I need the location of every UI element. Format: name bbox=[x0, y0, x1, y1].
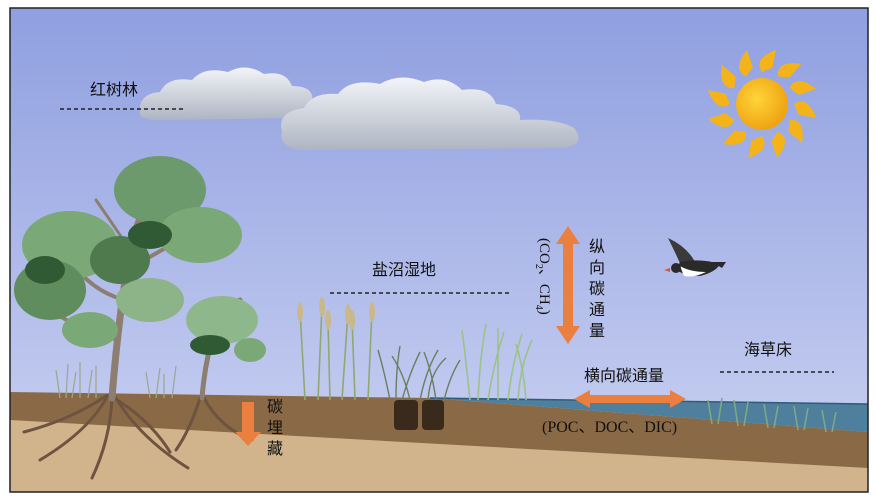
mangrove-undergrowth bbox=[55, 362, 177, 399]
seagrass-blades bbox=[707, 397, 837, 433]
marsh-roots bbox=[394, 400, 444, 430]
frame bbox=[9, 7, 869, 493]
gases-open: (CO bbox=[536, 238, 552, 264]
seawater bbox=[430, 398, 868, 432]
burial-arrow bbox=[235, 402, 261, 446]
mangrove-roots bbox=[22, 393, 254, 480]
sun-ray bbox=[738, 50, 753, 77]
salt-marsh-tufts bbox=[377, 345, 461, 401]
burial-label: 碳埋藏 bbox=[266, 397, 283, 458]
sun-icon bbox=[707, 49, 817, 159]
gases-mid: 、CH bbox=[536, 268, 552, 305]
sun-ray bbox=[707, 90, 730, 107]
lateral-flux-label: 横向碳通量 bbox=[584, 366, 665, 385]
bird-icon bbox=[664, 238, 726, 277]
cloud-icon bbox=[139, 67, 579, 150]
sun-ray bbox=[789, 80, 816, 95]
sun-ray bbox=[721, 64, 736, 89]
lateral-forms-label: (POC、DOC、DIC) bbox=[542, 419, 678, 436]
sun-ray bbox=[794, 101, 817, 118]
mangrove-label: 红树林 bbox=[90, 80, 139, 99]
seagrass-label: 海草床 bbox=[744, 340, 793, 359]
label-leader-lines bbox=[60, 108, 834, 373]
sun-ray bbox=[708, 113, 735, 128]
salt-marsh-grass bbox=[461, 323, 533, 401]
lateral-flux-arrow bbox=[574, 390, 686, 408]
reed-seedheads bbox=[297, 297, 375, 330]
vertical-gases-label: (CO2、CH4) bbox=[533, 238, 556, 315]
sun-ray bbox=[771, 131, 786, 158]
sun-ray bbox=[788, 119, 803, 144]
vertical-flux-arrow bbox=[556, 226, 580, 344]
salt-marsh-reeds bbox=[299, 304, 373, 401]
vertical-flux-label: 纵向碳通量 bbox=[588, 237, 605, 340]
soil-subsurface bbox=[10, 420, 868, 492]
gases-close: ) bbox=[536, 309, 552, 315]
sun-ray bbox=[722, 130, 747, 145]
sun-ray bbox=[777, 63, 802, 78]
mangrove-canopy bbox=[14, 156, 266, 362]
salt-marsh-label: 盐沼湿地 bbox=[372, 260, 437, 279]
sun-ray bbox=[759, 49, 776, 72]
sun-ray bbox=[748, 136, 765, 159]
